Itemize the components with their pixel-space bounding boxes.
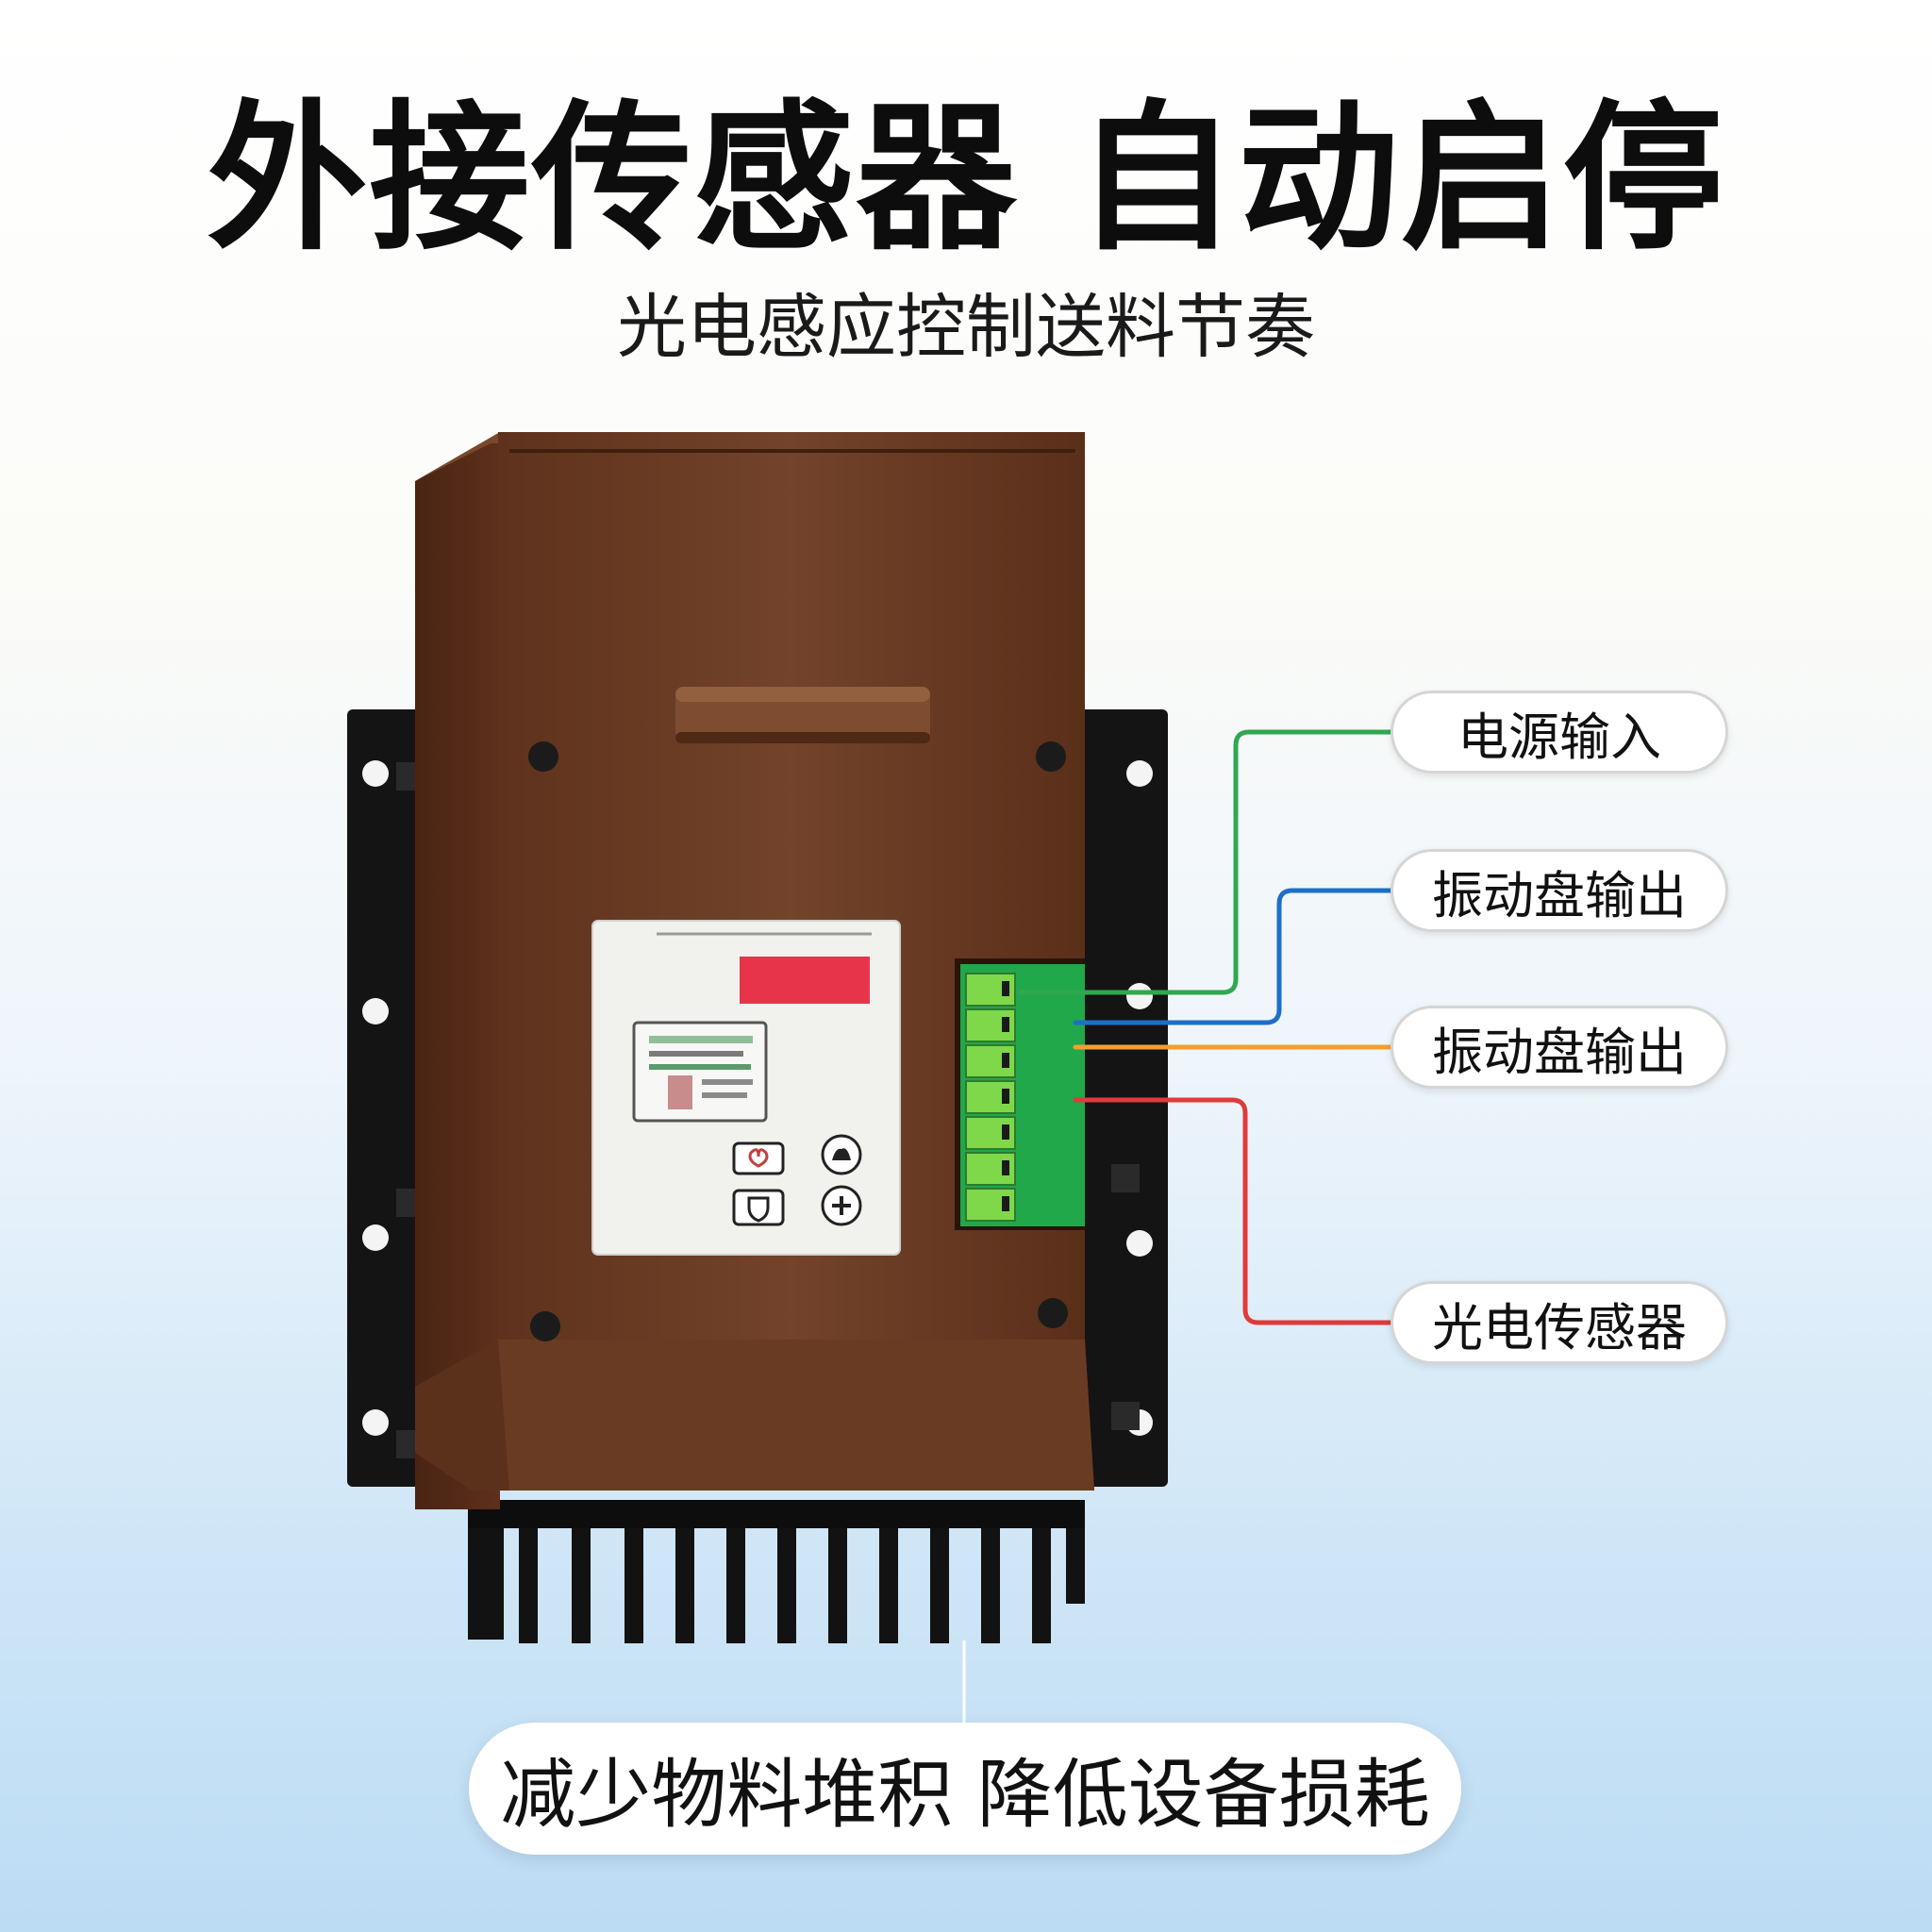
- callout-power-input: 电源输入: [1391, 691, 1728, 774]
- screw-icon: [528, 741, 1068, 1341]
- shield-button-icon[interactable]: [732, 1189, 785, 1226]
- callout-label: 振动盘输出: [1432, 1022, 1687, 1082]
- led-display: [740, 957, 870, 1004]
- heatsink-fins: [468, 1500, 1085, 1643]
- page-title: 外接传感器 自动启停: [207, 86, 1725, 273]
- wire-photo-sensor: [1073, 1097, 1393, 1325]
- heart-button-icon[interactable]: [732, 1141, 785, 1175]
- callout-photo-sensor: 光电传感器: [1391, 1281, 1728, 1364]
- terminal-block: [955, 958, 1085, 1230]
- wire-feeder-output-1: [1073, 888, 1393, 1025]
- callout-feeder-output-2: 振动盘输出: [1391, 1006, 1728, 1089]
- wire-power-input: [1018, 729, 1393, 995]
- callout-label: 光电传感器: [1432, 1297, 1687, 1357]
- callout-wires: [962, 729, 1393, 1724]
- callout-label: 振动盘输出: [1432, 865, 1687, 925]
- control-panel: [591, 920, 901, 1256]
- page-subtitle: 光电感应控制送料节奏: [617, 287, 1315, 368]
- bottom-banner: 减少物料堆积 降低设备损耗: [469, 1723, 1461, 1855]
- callout-feeder-output-1: 振动盘输出: [1391, 849, 1728, 932]
- callout-label: 电源输入: [1457, 707, 1661, 767]
- bottom-banner-text: 减少物料堆积 降低设备损耗: [500, 1751, 1430, 1839]
